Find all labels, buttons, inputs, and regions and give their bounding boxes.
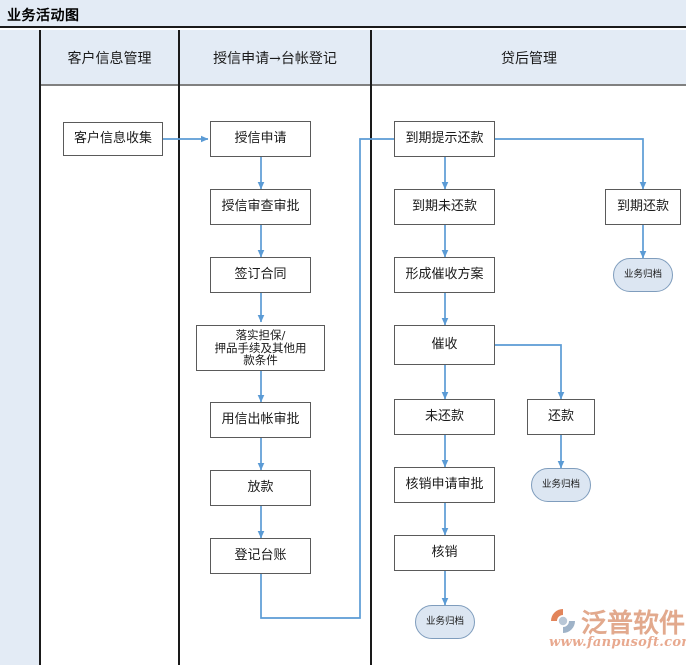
title-bar: 业务活动图 (0, 0, 686, 28)
node-sign-contract[interactable]: 签订合同 (210, 257, 311, 293)
node-repaid[interactable]: 还款 (527, 399, 595, 435)
fanpusoft-logo-text: 泛普软件 (581, 609, 686, 639)
left-margin-band (0, 30, 41, 665)
node-collateral-line-1: 落实担保/ (235, 327, 286, 342)
node-collateral-line-2: 押品手续及其他用 (214, 340, 307, 355)
node-register-ledger[interactable]: 登记台账 (210, 538, 311, 574)
fanpusoft-logo-url: www.fanpusoft.com (549, 635, 686, 650)
lane-header-customer: 客户信息管理 (67, 51, 152, 67)
lane-header-credit: 授信申请→台帐登记 (178, 30, 370, 86)
node-collateral-conditions[interactable]: 落实担保/ 押品手续及其他用 款条件 (196, 325, 325, 371)
node-customer-info-collect[interactable]: 客户信息收集 (63, 122, 163, 156)
node-loan-approval[interactable]: 用信出帐审批 (210, 402, 311, 438)
lane-header-row: 客户信息管理 授信申请→台帐登记 贷后管理 (41, 30, 686, 86)
lane-divider-2 (370, 86, 372, 665)
node-disburse[interactable]: 放款 (210, 470, 311, 506)
node-archive-writeoff[interactable]: 业务归档 (415, 605, 475, 639)
lane-divider-1 (178, 86, 180, 665)
node-collection[interactable]: 催收 (394, 325, 495, 365)
page-title: 业务活动图 (7, 8, 80, 24)
fanpusoft-watermark: 泛普软件 www.fanpusoft.com (548, 604, 686, 656)
node-collection-plan[interactable]: 形成催收方案 (394, 257, 495, 293)
node-not-repaid[interactable]: 未还款 (394, 399, 495, 435)
node-due-remind[interactable]: 到期提示还款 (394, 121, 495, 157)
node-due-unpaid[interactable]: 到期未还款 (394, 189, 495, 225)
lane-header-postloan: 贷后管理 (370, 30, 686, 86)
node-writeoff[interactable]: 核销 (394, 535, 495, 571)
node-collateral-line-3: 款条件 (243, 353, 278, 368)
node-archive-due-repaid[interactable]: 业务归档 (613, 258, 673, 292)
fanpusoft-logo-icon (551, 609, 575, 633)
node-archive-repaid[interactable]: 业务归档 (531, 468, 591, 502)
node-due-repaid[interactable]: 到期还款 (605, 189, 681, 225)
node-credit-apply[interactable]: 授信申请 (210, 121, 311, 157)
node-credit-review[interactable]: 授信审查审批 (210, 189, 311, 225)
node-writeoff-approval[interactable]: 核销申请审批 (394, 467, 495, 503)
